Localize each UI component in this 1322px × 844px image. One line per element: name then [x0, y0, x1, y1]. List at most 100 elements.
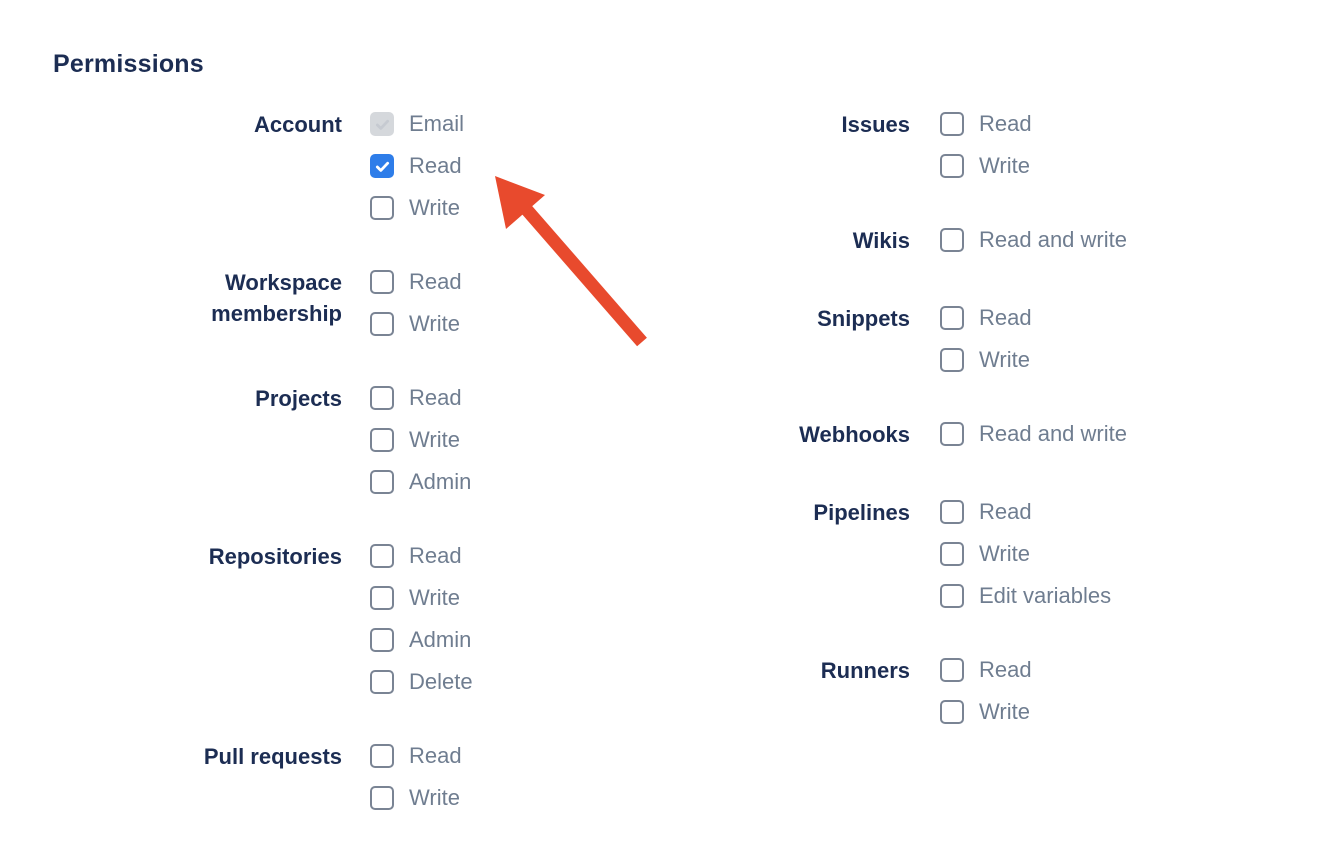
pull-requests-write-checkbox[interactable] [370, 786, 394, 810]
permission-group-webhooks: Webhooks Read and write [730, 422, 1127, 450]
repositories-write-checkbox[interactable] [370, 586, 394, 610]
issues-write-option[interactable]: Write [940, 154, 1127, 178]
runners-write-checkbox[interactable] [940, 700, 964, 724]
pipelines-read-option[interactable]: Read [940, 500, 1127, 524]
group-label-projects: Projects [255, 386, 342, 411]
repositories-admin-checkbox[interactable] [370, 628, 394, 652]
runners-read-option[interactable]: Read [940, 658, 1127, 682]
snippets-read-checkbox[interactable] [940, 306, 964, 330]
account-read-option[interactable]: Read [370, 154, 473, 178]
repositories-read-option[interactable]: Read [370, 544, 473, 568]
account-write-checkbox[interactable] [370, 196, 394, 220]
workspace-membership-write-option[interactable]: Write [370, 312, 473, 336]
pull-requests-read-checkbox[interactable] [370, 744, 394, 768]
projects-write-label: Write [409, 427, 460, 452]
issues-read-label: Read [979, 111, 1032, 136]
projects-admin-option[interactable]: Admin [370, 470, 473, 494]
workspace-membership-read-checkbox[interactable] [370, 270, 394, 294]
pipelines-read-checkbox[interactable] [940, 500, 964, 524]
page-title: Permissions [53, 50, 204, 78]
snippets-read-option[interactable]: Read [940, 306, 1127, 330]
account-read-label: Read [409, 153, 462, 178]
pipelines-write-checkbox[interactable] [940, 542, 964, 566]
projects-admin-label: Admin [409, 469, 472, 494]
group-label-repositories: Repositories [208, 544, 342, 569]
red-arrow-icon [495, 176, 647, 347]
projects-admin-checkbox[interactable] [370, 470, 394, 494]
repositories-write-option[interactable]: Write [370, 586, 473, 610]
issues-read-option[interactable]: Read [940, 112, 1127, 136]
issues-write-label: Write [979, 153, 1030, 178]
repositories-write-label: Write [409, 585, 460, 610]
group-label-pipelines: Pipelines [813, 500, 910, 525]
pipelines-read-label: Read [979, 499, 1032, 524]
wikis-read-and-write-checkbox[interactable] [940, 228, 964, 252]
pipelines-edit-variables-option[interactable]: Edit variables [940, 584, 1127, 608]
repositories-admin-label: Admin [409, 627, 472, 652]
snippets-write-label: Write [979, 347, 1030, 372]
account-email-checkbox [370, 112, 394, 136]
pull-requests-read-option[interactable]: Read [370, 744, 473, 768]
projects-write-checkbox[interactable] [370, 428, 394, 452]
group-label-wikis: Wikis [852, 228, 910, 253]
repositories-delete-option[interactable]: Delete [370, 670, 473, 694]
workspace-membership-read-option[interactable]: Read [370, 270, 473, 294]
projects-write-option[interactable]: Write [370, 428, 473, 452]
issues-read-checkbox[interactable] [940, 112, 964, 136]
check-icon [375, 119, 389, 130]
account-write-label: Write [409, 195, 460, 220]
issues-write-checkbox[interactable] [940, 154, 964, 178]
pipelines-write-label: Write [979, 541, 1030, 566]
snippets-read-label: Read [979, 305, 1032, 330]
workspace-membership-write-checkbox[interactable] [370, 312, 394, 336]
group-label-runners: Runners [820, 658, 910, 683]
projects-read-option[interactable]: Read [370, 386, 473, 410]
repositories-admin-option[interactable]: Admin [370, 628, 473, 652]
group-label-account: Account [254, 112, 342, 137]
webhooks-read-and-write-option[interactable]: Read and write [940, 422, 1127, 446]
workspace-membership-read-label: Read [409, 269, 462, 294]
pipelines-edit-variables-checkbox[interactable] [940, 584, 964, 608]
pull-requests-read-label: Read [409, 743, 462, 768]
runners-write-option[interactable]: Write [940, 700, 1127, 724]
repositories-read-label: Read [409, 543, 462, 568]
snippets-write-checkbox[interactable] [940, 348, 964, 372]
runners-read-label: Read [979, 657, 1032, 682]
projects-read-label: Read [409, 385, 462, 410]
pull-requests-write-option[interactable]: Write [370, 786, 473, 810]
webhooks-read-and-write-checkbox[interactable] [940, 422, 964, 446]
pull-requests-write-label: Write [409, 785, 460, 810]
account-email-option[interactable]: Email [370, 112, 473, 136]
group-label-snippets: Snippets [817, 306, 910, 331]
webhooks-read-and-write-label: Read and write [979, 421, 1127, 446]
account-write-option[interactable]: Write [370, 196, 473, 220]
account-email-label: Email [409, 111, 465, 136]
account-read-checkbox[interactable] [370, 154, 394, 178]
group-label-issues: Issues [841, 112, 911, 137]
group-label-workspace-membership: Workspace membership [211, 270, 342, 326]
projects-read-checkbox[interactable] [370, 386, 394, 410]
wikis-read-and-write-option[interactable]: Read and write [940, 228, 1127, 252]
group-label-webhooks: Webhooks [799, 422, 910, 447]
pipelines-write-option[interactable]: Write [940, 542, 1127, 566]
repositories-delete-checkbox[interactable] [370, 670, 394, 694]
runners-read-checkbox[interactable] [940, 658, 964, 682]
wikis-read-and-write-label: Read and write [979, 227, 1127, 252]
group-label-pull-requests: Pull requests [203, 744, 342, 769]
snippets-write-option[interactable]: Write [940, 348, 1127, 372]
repositories-read-checkbox[interactable] [370, 544, 394, 568]
